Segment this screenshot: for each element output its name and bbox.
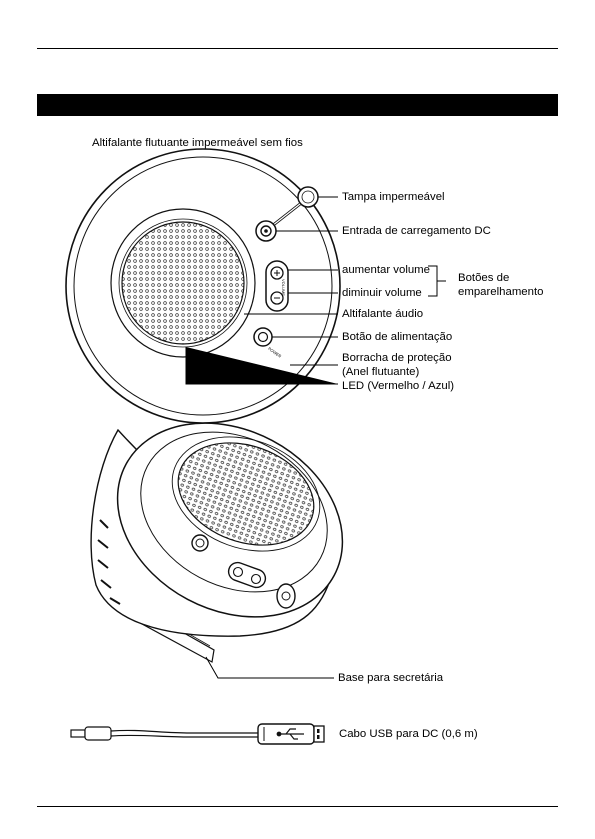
label-pairing-buttons-1: Botões de [458,272,510,284]
power-button-side [191,534,209,552]
label-led: LED (Vermelho / Azul) [342,380,455,392]
label-usb-cable: Cabo USB para DC (0,6 m) [339,728,478,740]
label-rubber-ring-1: Borracha de proteção [342,352,452,364]
label-dc-input: Entrada de carregamento DC [342,225,491,237]
label-pairing-buttons-2: emparelhamento [458,286,544,298]
bottom-rule [37,806,558,807]
figure-title: Altifalante flutuante impermeável sem fi… [92,137,303,149]
label-power-button: Botão de alimentação [342,331,453,343]
label-waterproof-cap: Tampa impermeável [342,191,445,203]
label-volume-down: diminuir volume [342,287,422,299]
speaker-grill [121,221,245,345]
label-desk-stand: Base para secretária [338,672,444,684]
label-volume-up: aumentar volume [342,264,431,276]
speaker-grill-side [177,442,315,546]
dc-cap-side [276,583,296,609]
label-audio-speaker: Altifalante áudio [342,308,424,320]
inner-body-edge [73,156,333,416]
usb-icon [276,728,304,740]
section-header-bar [37,94,558,116]
top-rule [37,48,558,49]
label-rubber-ring-2: (Anel flutuante) [342,366,420,378]
